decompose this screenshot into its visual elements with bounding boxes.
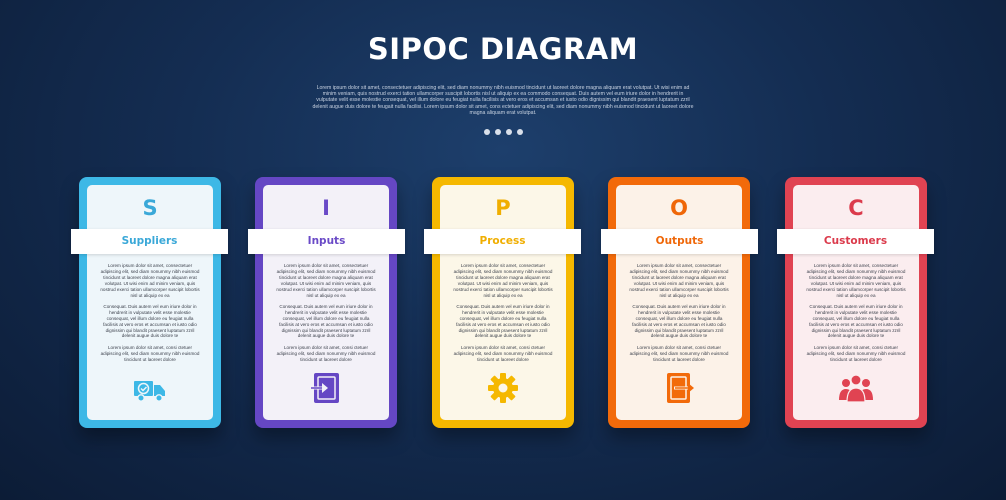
stage-label-band: Process (424, 229, 581, 254)
page-title: SIPOC DIAGRAM (367, 32, 639, 66)
dot (505, 129, 512, 135)
stage-description: Lorem ipsum dolor sit amet, consectetuer… (805, 263, 907, 368)
description-paragraph: Consequat. Duis autem vel eum iriure dol… (809, 303, 903, 339)
dot (483, 129, 490, 135)
logout-arrow-icon (662, 372, 696, 404)
group-users-icon (839, 372, 873, 404)
description-paragraph: Lorem ipsum dolor sit amet, consi ctetue… (100, 344, 200, 362)
description-paragraph: Consequat. Duis autem vel eum iriure dol… (103, 303, 197, 339)
stage-card-customers (785, 177, 927, 428)
stage-letter: O (670, 196, 688, 220)
description-paragraph: Lorem ipsum dolor sit amet, consi ctetue… (453, 344, 553, 362)
gear-icon (486, 372, 520, 404)
stage-letter: P (495, 196, 511, 220)
description-paragraph: Consequat. Duis autem vel eum iriure dol… (456, 303, 550, 339)
description-paragraph: Lorem ipsum dolor sit amet, consectetuer… (806, 263, 906, 298)
stage-label: Customers (823, 235, 888, 247)
stage-description: Lorem ipsum dolor sit amet, consectetuer… (275, 263, 377, 368)
description-paragraph: Lorem ipsum dolor sit amet, consectetuer… (100, 263, 200, 298)
description-paragraph: Lorem ipsum dolor sit amet, consi ctetue… (276, 344, 376, 362)
stage-label-band: Customers (777, 229, 934, 254)
description-paragraph: Lorem ipsum dolor sit amet, consi ctetue… (629, 344, 729, 362)
card-inner (87, 185, 213, 420)
description-paragraph: Consequat. Duis autem vel eum iriure dol… (279, 303, 373, 339)
stage-label: Suppliers (121, 235, 178, 247)
stage-label-band: Inputs (248, 229, 405, 254)
description-paragraph: Consequat. Duis autem vel eum iriure dol… (632, 303, 726, 339)
description-paragraph: Lorem ipsum dolor sit amet, consectetuer… (453, 263, 553, 298)
description-paragraph: Lorem ipsum dolor sit amet, consectetuer… (276, 263, 376, 298)
dot (516, 129, 523, 135)
stage-label: Process (479, 235, 526, 247)
stage-label: Inputs (307, 235, 346, 247)
stage-card-suppliers (79, 177, 221, 428)
dot (494, 129, 501, 135)
pagination-dots (0, 129, 1006, 135)
login-arrow-icon (309, 372, 343, 404)
stage-letter: C (848, 196, 864, 220)
stage-label-band: Outputs (601, 229, 758, 254)
stage-label-band: Suppliers (71, 229, 228, 254)
stage-label: Outputs (655, 235, 704, 247)
description-paragraph: Lorem ipsum dolor sit amet, consectetuer… (629, 263, 729, 298)
stage-description: Lorem ipsum dolor sit amet, consectetuer… (452, 263, 554, 368)
stage-description: Lorem ipsum dolor sit amet, consectetuer… (628, 263, 730, 368)
stage-letter: I (322, 196, 330, 220)
delivery-truck-icon (133, 372, 167, 404)
description-paragraph: Lorem ipsum dolor sit amet, consi ctetue… (806, 344, 906, 362)
stage-description: Lorem ipsum dolor sit amet, consectetuer… (99, 263, 201, 368)
page-subtitle: Lorem ipsum dolor sit amet, consectetuer… (312, 85, 694, 116)
stage-letter: S (142, 196, 158, 220)
